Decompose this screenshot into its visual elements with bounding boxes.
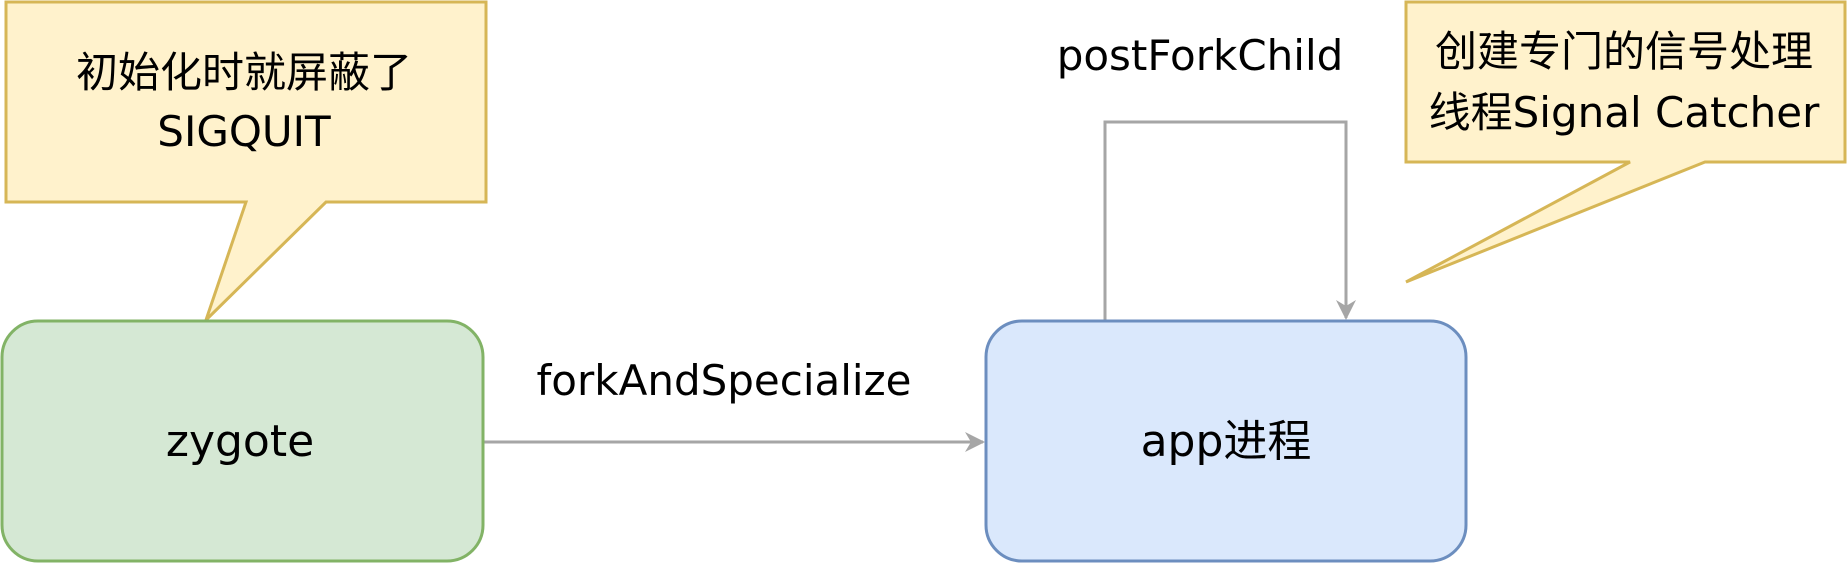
callout-right: 创建专门的信号处理 线程Signal Catcher: [1404, 0, 1847, 284]
node-zygote-label: zygote: [166, 416, 314, 467]
callout-right-line-1: 创建专门的信号处理: [1435, 27, 1813, 76]
edge-post-fork-child: postForkChild: [1057, 31, 1356, 320]
edge-post-fork-child-line: [1103, 120, 1356, 320]
callout-right-shape: [1404, 0, 1847, 284]
callout-left-line-2: SIGQUIT: [157, 107, 331, 156]
node-app-process-label: app进程: [1141, 416, 1312, 467]
edge-fork-and-specialize: forkAndSpecialize: [483, 356, 985, 452]
callout-left: 初始化时就屏蔽了 SIGQUIT: [4, 0, 488, 322]
edge-post-fork-child-label: postForkChild: [1057, 31, 1344, 80]
callout-right-line-2: 线程Signal Catcher: [1429, 88, 1820, 137]
edge-fork-and-specialize-label: forkAndSpecialize: [537, 356, 912, 405]
node-zygote-box: [0, 319, 485, 563]
callout-left-line-1: 初始化时就屏蔽了: [76, 48, 412, 97]
node-app-process-box: [984, 319, 1468, 563]
node-app-process: app进程: [984, 319, 1468, 563]
callout-left-shape: [4, 0, 488, 322]
node-zygote: zygote: [0, 319, 485, 563]
